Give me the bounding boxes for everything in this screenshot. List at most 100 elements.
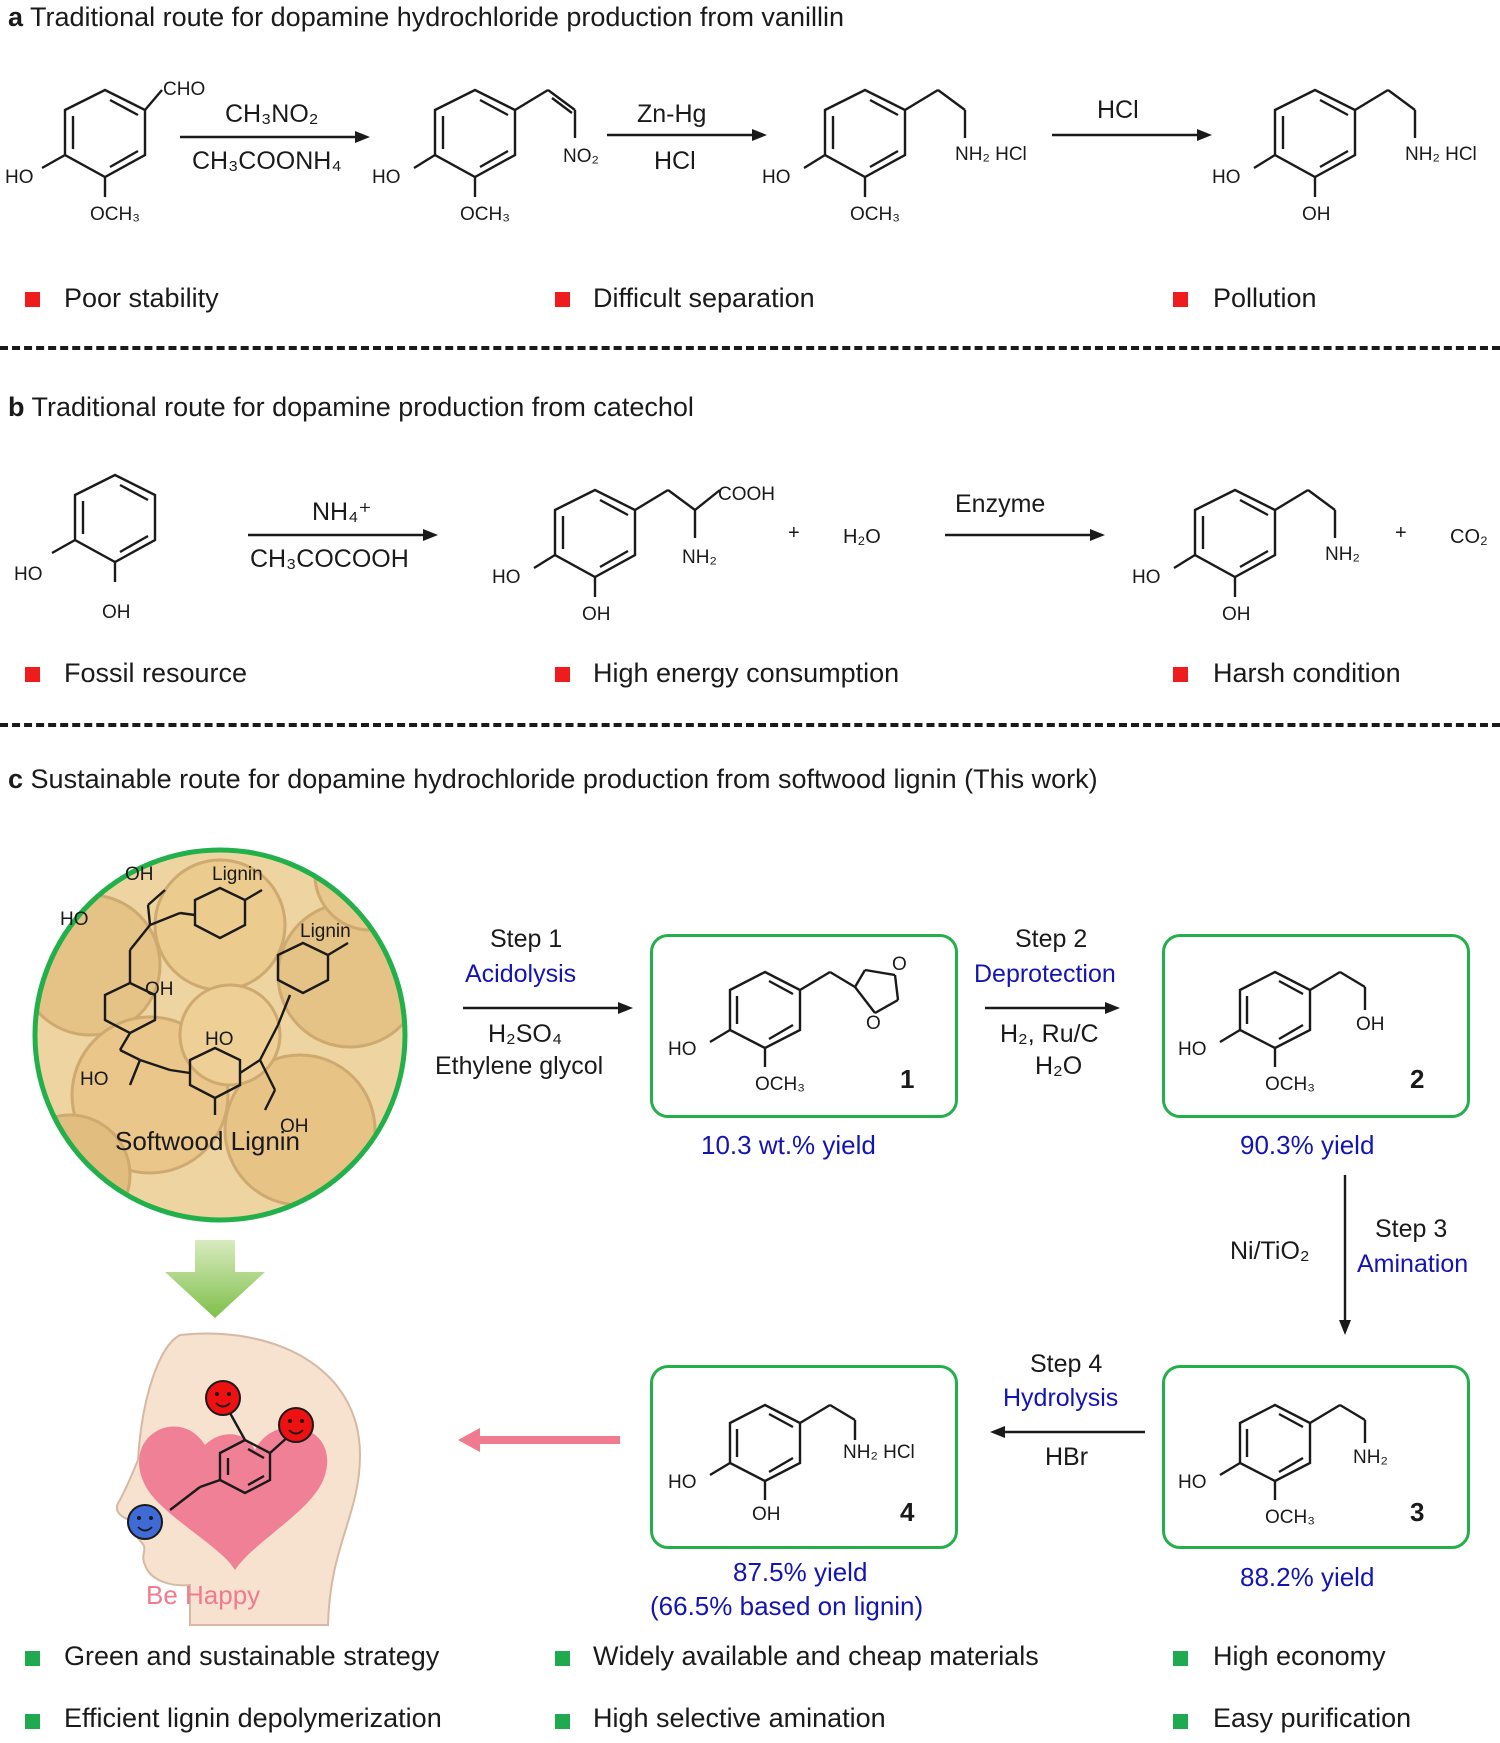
- compound-1-structure: O O HO OCH₃ 1: [668, 954, 914, 1095]
- compound-3-number: 3: [1410, 1497, 1424, 1527]
- plus-sign-b2: +: [1395, 522, 1407, 544]
- nitro-ho-label: HO: [372, 167, 401, 188]
- drawback-b-1: Fossil resource: [64, 658, 248, 688]
- arrow-step2: [985, 1002, 1120, 1014]
- arrow-step1: [463, 1002, 633, 1014]
- compound-2-structure: OH HO OCH₃ 2: [1178, 970, 1424, 1095]
- panel-c-heading: c Sustainable route for dopamine hydroch…: [8, 764, 1098, 795]
- step4-label: Step 4: [1030, 1350, 1103, 1378]
- lignin-oh-label-1: OH: [125, 864, 154, 885]
- compound-4-oh-label: OH: [752, 1504, 781, 1525]
- compound-4-nh2hcl-label: NH₂ HCl: [843, 1442, 915, 1463]
- drawback-a-2: Difficult separation: [593, 283, 815, 313]
- co2-label: CO₂: [1450, 526, 1488, 548]
- dopamine-a-oh-label: OH: [1302, 204, 1331, 225]
- advantage-marker: [25, 1651, 40, 1666]
- reagent-ch3no2: CH₃NO₂: [225, 100, 319, 128]
- dopamine-b-oh-label: OH: [1222, 604, 1251, 625]
- step4-reagent-hbr: HBr: [1045, 1443, 1089, 1471]
- ldopa-nh2-label: NH₂: [682, 547, 717, 568]
- arrow-a3: [1052, 129, 1212, 141]
- reagent-hcl-a2: HCl: [654, 147, 696, 175]
- lignin-oh-label-3: OH: [280, 1116, 309, 1137]
- drawback-b-2: High energy consumption: [593, 658, 900, 688]
- advantage-marker: [1173, 1651, 1188, 1666]
- compound-4-number: 4: [900, 1497, 915, 1527]
- catechol-ho-label: HO: [14, 564, 43, 585]
- lignin-ho-label-3: HO: [80, 1069, 109, 1090]
- arrow-b1: [248, 529, 438, 541]
- step3-label: Step 3: [1375, 1215, 1448, 1243]
- advantage-marker: [555, 1714, 570, 1729]
- panel-a-letter: a: [8, 2, 24, 32]
- panel-c-title: Sustainable route for dopamine hydrochlo…: [30, 764, 1098, 794]
- pink-arrow-to-happy: [458, 1428, 620, 1452]
- compound-3-nh2-label: NH₂: [1353, 1447, 1388, 1468]
- compound-3-yield: 88.2% yield: [1240, 1562, 1375, 1592]
- methoxy-amine-hcl-structure: NH₂ HCl HO OCH₃: [762, 88, 1027, 225]
- step1-reagent-h2so4: H₂SO₄: [488, 1020, 563, 1048]
- arrow-b2: [945, 529, 1105, 541]
- dopamine-b-ho-label: HO: [1132, 567, 1161, 588]
- panel-b-heading: b Traditional route for dopamine product…: [8, 392, 694, 423]
- compound-4-yield-lignin: (66.5% based on lignin): [650, 1591, 924, 1621]
- step2-label: Step 2: [1015, 925, 1088, 953]
- drawback-marker: [555, 292, 570, 307]
- advantage-2: Widely available and cheap materials: [593, 1641, 1039, 1671]
- compound-1-ho-label: HO: [668, 1039, 697, 1060]
- drawback-a-3: Pollution: [1213, 283, 1317, 313]
- arrow-step3: [1339, 1175, 1351, 1335]
- down-arrow-icon: [165, 1240, 265, 1318]
- compound-2-box: [1162, 934, 1470, 1118]
- be-happy-label: Be Happy: [146, 1580, 261, 1610]
- divider-bc: [0, 723, 1500, 727]
- step4-name: Hydrolysis: [1003, 1384, 1119, 1412]
- vanillin-structure: CHO HO OCH₃: [5, 79, 205, 225]
- compound-2-oh-label: OH: [1356, 1014, 1385, 1035]
- drawback-marker: [1173, 667, 1188, 682]
- compound-4-box: [650, 1365, 958, 1549]
- reagent-zn-hg: Zn-Hg: [637, 100, 707, 128]
- compound-3-box: [1162, 1365, 1470, 1549]
- step3-name: Amination: [1357, 1250, 1469, 1278]
- compound-1-och3-label: OCH₃: [755, 1074, 805, 1095]
- drawback-a-1: Poor stability: [64, 283, 219, 313]
- dopamine-b-nh2-label: NH₂: [1325, 544, 1360, 565]
- drawback-marker: [25, 292, 40, 307]
- vanillin-och3-label: OCH₃: [90, 204, 140, 225]
- methoxy-amine-och3-label: OCH₃: [850, 204, 900, 225]
- advantage-4: Efficient lignin depolymerization: [64, 1703, 442, 1733]
- compound-4-structure: NH₂ HCl HO OH 4: [668, 1403, 915, 1527]
- drawback-marker: [1173, 292, 1188, 307]
- arrow-step4: [990, 1426, 1145, 1438]
- step3-reagent-ni-tio2: Ni/TiO₂: [1230, 1237, 1310, 1265]
- dopamine-a-nh2hcl-label: NH₂ HCl: [1405, 144, 1477, 165]
- vanillin-ho-label: HO: [5, 167, 34, 188]
- catechol-structure: HO OH: [14, 473, 157, 623]
- compound-1-yield: 10.3 wt.% yield: [701, 1130, 876, 1160]
- drawback-b-3: Harsh condition: [1213, 658, 1401, 688]
- advantage-6: Easy purification: [1213, 1703, 1412, 1733]
- compound-4-ho-label: HO: [668, 1472, 697, 1493]
- advantage-marker: [555, 1651, 570, 1666]
- nitrostyrene-structure: NO₂ HO OCH₃: [372, 88, 599, 225]
- compound-1-o-label-1: O: [892, 954, 907, 975]
- lignin-tag-1: Lignin: [212, 864, 263, 885]
- catechol-oh-label: OH: [102, 602, 131, 623]
- methoxy-amine-nh2hcl-label: NH₂ HCl: [955, 144, 1027, 165]
- reagent-ch3coonh4: CH₃COONH₄: [192, 147, 342, 175]
- water-label: H₂O: [843, 526, 881, 548]
- advantage-3: High economy: [1213, 1641, 1386, 1671]
- reagent-enzyme: Enzyme: [955, 490, 1046, 518]
- reagent-hcl-a3: HCl: [1097, 96, 1139, 124]
- nitro-no2-label: NO₂: [563, 146, 599, 167]
- compound-2-yield: 90.3% yield: [1240, 1130, 1375, 1160]
- step2-name: Deprotection: [974, 960, 1116, 988]
- plus-sign-b1: +: [788, 522, 800, 544]
- nitro-och3-label: OCH₃: [460, 204, 510, 225]
- panel-b-letter: b: [8, 392, 25, 422]
- softwood-lignin-label: Softwood Lignin: [115, 1126, 300, 1156]
- arrow-a1: [180, 131, 370, 143]
- advantage-marker: [1173, 1714, 1188, 1729]
